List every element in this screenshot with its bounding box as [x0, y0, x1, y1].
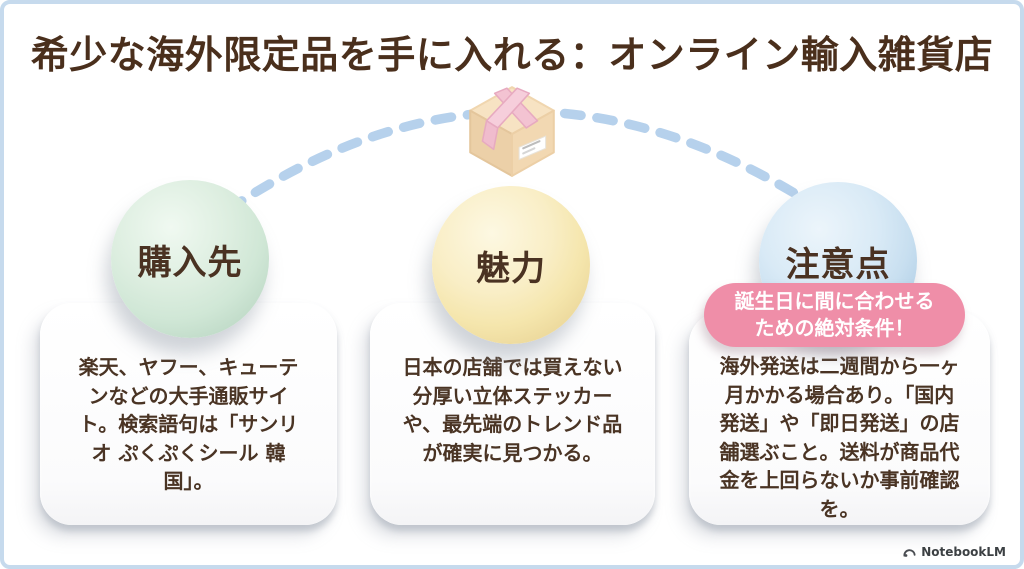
topic-sphere-appeal: 魅力 [432, 186, 590, 344]
badge-text: 誕生日に間に合わせるための絶対条件！ [734, 289, 935, 340]
caution-highlight-badge: 誕生日に間に合わせるための絶対条件！ [704, 283, 965, 347]
gift-package-icon [458, 84, 566, 178]
card-body-text: 楽天、ヤフー、キューテンなどの大手通販サイト。検索語句は「サンリオ ぷくぷくシー… [78, 355, 299, 493]
info-card-purchase: 楽天、ヤフー、キューテンなどの大手通販サイト。検索語句は「サンリオ ぷくぷくシー… [40, 303, 337, 525]
notebooklm-logo-icon [903, 548, 916, 557]
sphere-label: 注意点 [785, 244, 891, 285]
info-card-caution: 海外発送は二週間から一ヶ月かかる場合あり。「国内発送」や「即日発送」の店舗選ぶこ… [689, 312, 990, 525]
topic-sphere-purchase: 購入先 [111, 180, 269, 338]
card-body-text: 日本の店舗では買えない分厚い立体ステッカーや、最先端のトレンド品が確実に見つかる… [402, 355, 623, 465]
sphere-label: 魅力 [476, 248, 546, 289]
card-body-text: 海外発送は二週間から一ヶ月かかる場合あり。「国内発送」や「即日発送」の店舗選ぶこ… [719, 354, 960, 521]
brand-label: NotebookLM [921, 545, 1006, 559]
page-title: 希少な海外限定品を手に入れる：オンライン輸入雑貨店 [30, 33, 994, 77]
sphere-label: 購入先 [137, 242, 243, 283]
notebooklm-brand: NotebookLM [903, 545, 1006, 559]
